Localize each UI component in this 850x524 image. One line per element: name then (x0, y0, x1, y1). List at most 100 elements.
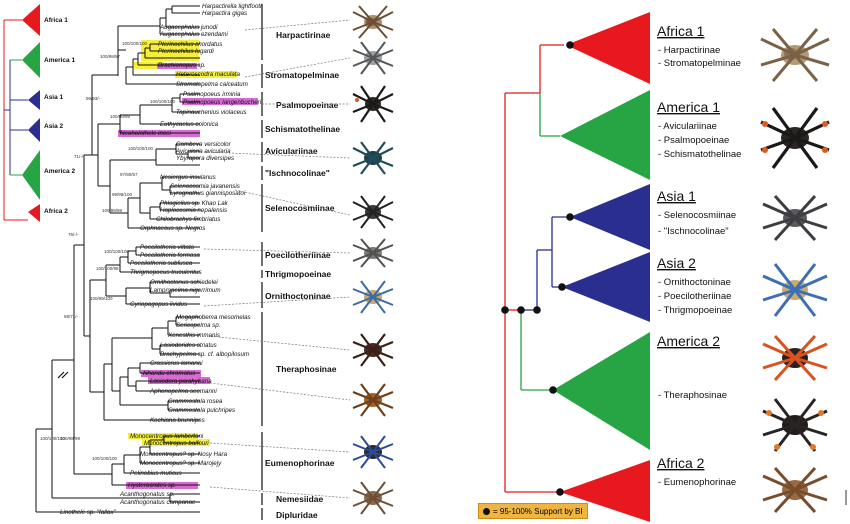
taxon-label: Orphnaecus sp. Negros (140, 225, 205, 232)
mini-asia1-triangle (28, 90, 40, 110)
taxon-label: Heteroscodra maculata (176, 71, 241, 78)
taxon-label: Lampropelma nigerrimum (150, 287, 221, 294)
taxon-label: Monocentropus? sp. Nosy Hara (140, 451, 228, 458)
taxon-label: Augacephalus junodi (159, 24, 218, 31)
support-value: 98/71/- (64, 314, 79, 319)
taxon-label: Grammostola pulchripes (168, 407, 235, 414)
taxon-label: Aphonopelma seemanni (149, 388, 217, 395)
taxon-label: Stromatopelma calceatum (176, 81, 248, 88)
subfamily-label: Schismatothelinae (265, 124, 340, 134)
mini-label: Asia 1 (44, 94, 64, 101)
taxon-label: Harpactira gigas (202, 10, 247, 17)
subfamily-label: Poecilotheriinae (265, 250, 331, 260)
subfamily-label: Psalmopoeinae (276, 100, 339, 110)
support-legend: = 95-100% Support by BI (478, 503, 588, 519)
group-subfamily: - Aviculariinae (658, 121, 717, 132)
taxon-label: Harpactirella lightfooti (202, 3, 262, 10)
taxon-label: Avicularia avicularia (175, 148, 231, 155)
taxon-label: Pterinochilus lugardi (158, 48, 214, 55)
group-subfamily: - "Ischnocolinae" (658, 226, 729, 237)
taxon-label: Kochiana brunnipes (150, 417, 205, 424)
support-values: 100/98/97 100/100/100 99/93/- 100/100/10… (40, 41, 176, 461)
subfamily-label: Nemesiidae (276, 494, 324, 504)
africa1-triangle (566, 12, 650, 84)
spider-photo-nemesiidae (352, 481, 394, 515)
subfamily-label: Stromatopelminae (265, 70, 339, 80)
support-value: 100/98/97 (100, 54, 121, 59)
spider-photo-asia2 (762, 263, 828, 317)
taxon-label: Cyriopagopus lividus (130, 301, 187, 308)
support-value: 99/99/100 (112, 192, 133, 197)
taxon-label: Sericopelma sp. (176, 322, 220, 329)
tree-branches (35, 5, 200, 513)
spider-photo-africa1 (760, 28, 830, 82)
taxon-label: Lasiodorides striatus (160, 342, 217, 349)
taxon-label: Augacephalus ezendami (159, 31, 228, 38)
subfamily-label: "Ischnocolinae" (265, 168, 330, 178)
subfamily-label: Dipluridae (276, 510, 318, 520)
taxon-label: Monocentropus balfouri (144, 440, 209, 447)
support-value: 99/93/- (86, 96, 101, 101)
support-value: 100/100/100 (150, 99, 176, 104)
group-title: Africa 2 (657, 455, 705, 471)
group-title: Asia 2 (657, 255, 696, 271)
asia2-triangle (562, 252, 650, 322)
spider-photo-africa2 (762, 466, 828, 514)
photo-connectors (203, 19, 351, 499)
taxon-label: Ornithoctonus schiedelei (150, 279, 218, 286)
group-subfamily: - Selenocosmiinae (658, 210, 736, 221)
group-title: Asia 1 (657, 188, 696, 204)
taxon-label: Chilobrachys fimbriatus (156, 216, 220, 223)
subfamily-label: Ornithoctoninae (265, 291, 331, 301)
support-value: 100/98/99 (60, 436, 81, 441)
taxon-label: Megaphobema mesomelas (176, 314, 251, 321)
taxon-label: Nesiergus insulanus (160, 174, 216, 181)
spider-photo-theraphosinae-1 (352, 333, 394, 367)
support-value: 97/80/57 (120, 172, 138, 177)
taxon-label: Phlogiellus sp. Khao Lak (160, 200, 229, 207)
support-value: 100/99/99 (102, 208, 123, 213)
support-value: 71/-/- (74, 154, 85, 159)
taxon-label: Brachionopus sp. (158, 62, 206, 69)
america1-triangle (560, 90, 650, 180)
taxon-label: Grammostola rosea (168, 398, 223, 405)
group-title: America 1 (657, 99, 720, 115)
subfamily-label: Thrigmopoeinae (265, 269, 331, 279)
taxon-label: Cambeva versicolor (176, 141, 232, 148)
mini-label: Asia 2 (44, 123, 64, 130)
mini-label: Africa 2 (44, 208, 68, 215)
support-value: 100/99/100 (90, 296, 113, 301)
taxon-label: Euthycaelus colonica (160, 121, 219, 128)
spider-photo-eumenophorinae (352, 435, 394, 469)
group-subfamily: - Ornithoctoninae (658, 277, 731, 288)
taxon-label: Poecilotheria subfusca (130, 260, 193, 267)
spider-photos-right (760, 28, 830, 514)
america2-triangle (553, 332, 650, 450)
africa2-triangle (560, 460, 650, 522)
subfamily-label: Selenocosmiinae (265, 203, 335, 213)
group-subfamily: - Stromatopelminae (658, 58, 741, 69)
subfamily-labels: Harpactirinae Stromatopelminae Psalmopoe… (265, 30, 340, 520)
spider-photos-left (352, 5, 394, 515)
subfamily-label: Harpactirinae (276, 30, 331, 40)
spider-photo-selenocosmiinae (352, 195, 394, 229)
mini-america1-triangle (22, 42, 40, 78)
taxon-label: Poecilotheria vittata (140, 244, 195, 251)
spider-photo-psalmopoeinae (352, 85, 394, 123)
spider-photo-harpactirinae (352, 5, 394, 39)
group-subfamily: - Schismatothelinae (658, 149, 741, 160)
asia1-triangle (570, 184, 650, 250)
mini-asia2-triangle (28, 118, 40, 142)
spider-photo-poecilotheriinae (352, 238, 394, 268)
support-value: 76/-/- (68, 232, 79, 237)
taxon-label: Haplocosmia nepalensis (160, 207, 227, 214)
spider-photo-america2-b (762, 398, 828, 452)
mini-africa1-triangle (22, 4, 40, 36)
support-value: 100/98/99 (110, 114, 131, 119)
group-subfamily: - Thrigmopoeinae (658, 305, 732, 316)
mini-tree (3, 19, 28, 221)
taxon-label: Acanthogonatus sp. (119, 491, 175, 498)
spider-photo-stromatopelminae (352, 41, 394, 75)
group-subfamily: - Eumenophorinae (658, 477, 736, 488)
